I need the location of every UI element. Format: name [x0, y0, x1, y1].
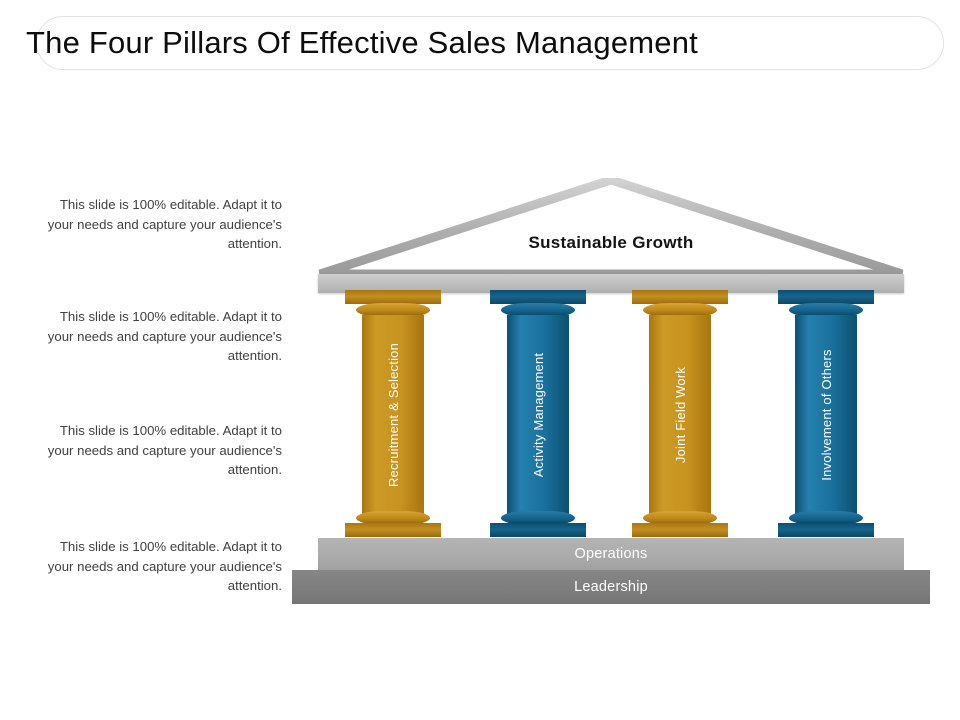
- pillar-capital-echinus: [356, 303, 430, 317]
- foundation-step-label: Operations: [574, 546, 648, 562]
- pillar-capital-echinus: [501, 303, 575, 317]
- pillar-capital-echinus: [643, 303, 717, 317]
- pillar-base-torus: [356, 511, 430, 525]
- pillar-recruitment-and-selection[interactable]: Recruitment & Selection: [345, 290, 441, 538]
- pillar-base-torus: [643, 511, 717, 525]
- pillar-shaft: [362, 315, 424, 515]
- pillar-activity-management[interactable]: Activity Management: [490, 290, 586, 538]
- pillar-base-plinth: [778, 523, 874, 537]
- foundation-step-label: Leadership: [574, 579, 648, 595]
- pillar-capital-echinus: [789, 303, 863, 317]
- pillar-base-plinth: [345, 523, 441, 537]
- foundation-step-operations[interactable]: Operations: [318, 538, 904, 570]
- pillar-base-plinth: [490, 523, 586, 537]
- entablature-slab: [318, 274, 904, 293]
- pillar-base-torus: [501, 511, 575, 525]
- title-bar: [36, 16, 944, 70]
- description-text-4: This slide is 100% editable. Adapt it to…: [47, 539, 282, 593]
- pillar-capital-abacus: [345, 290, 441, 304]
- pillar-involvement-of-others[interactable]: Involvement of Others: [778, 290, 874, 538]
- pillar-base-plinth: [632, 523, 728, 537]
- pillar-shaft: [649, 315, 711, 515]
- description-text-3: This slide is 100% editable. Adapt it to…: [47, 423, 282, 477]
- pillar-capital-abacus: [632, 290, 728, 304]
- pillar-base-torus: [789, 511, 863, 525]
- pillar-joint-field-work[interactable]: Joint Field Work: [632, 290, 728, 538]
- pillar-shaft: [795, 315, 857, 515]
- pediment-roof-icon: [318, 178, 904, 276]
- pillar-capital-abacus: [778, 290, 874, 304]
- pillar-capital-abacus: [490, 290, 586, 304]
- pillar-shaft: [507, 315, 569, 515]
- pediment-label: Sustainable Growth: [528, 233, 694, 252]
- foundation-step-leadership[interactable]: Leadership: [292, 570, 930, 604]
- page-title: The Four Pillars Of Effective Sales Mana…: [26, 25, 698, 60]
- description-text-1: This slide is 100% editable. Adapt it to…: [47, 197, 282, 251]
- description-text-2: This slide is 100% editable. Adapt it to…: [47, 309, 282, 363]
